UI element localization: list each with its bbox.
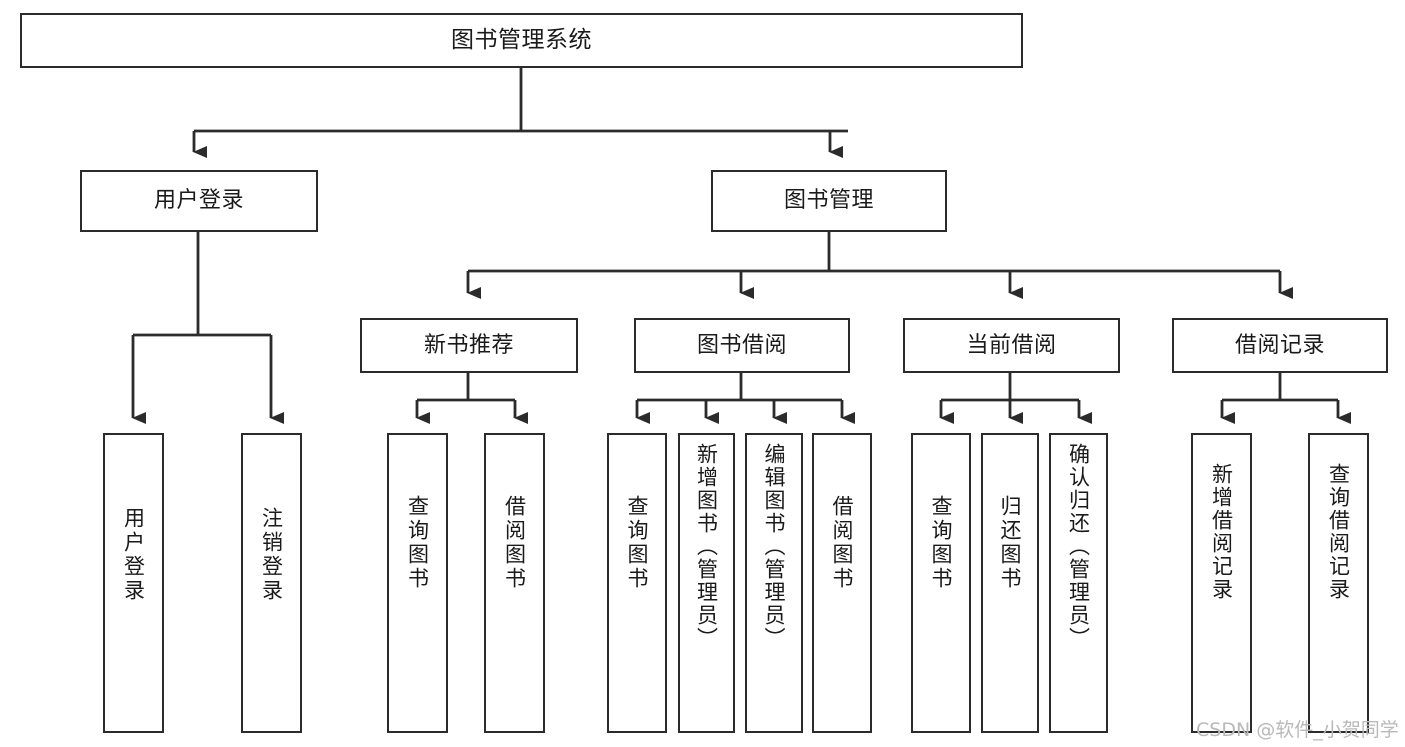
node-new-book-recommend[interactable]: 新书推荐: [360, 318, 578, 373]
node-root-system[interactable]: 图书管理系统: [20, 13, 1023, 68]
node-label: 借阅图书: [502, 495, 527, 591]
node-label: 图书管理: [783, 188, 874, 214]
node-label: 确认归还（管理员）: [1066, 443, 1091, 650]
csdn-watermark: CSDN @软件_小贺同学: [1196, 715, 1399, 742]
leaf-current-confirm-return-admin[interactable]: 确认归还（管理员）: [1049, 433, 1108, 733]
node-label: 借阅图书: [830, 495, 855, 591]
node-label: 编辑图书（管理员）: [762, 443, 787, 650]
leaf-new-book-borrow-book[interactable]: 借阅图书: [484, 433, 545, 733]
node-label: 新增图书（管理员）: [694, 443, 719, 650]
leaf-current-return-book[interactable]: 归还图书: [981, 433, 1039, 733]
leaf-borrow-borrow-book[interactable]: 借阅图书: [812, 433, 872, 733]
node-label: 借阅记录: [1234, 332, 1325, 358]
node-label: 查询图书: [625, 495, 650, 591]
leaf-record-add-record[interactable]: 新增借阅记录: [1191, 433, 1252, 733]
node-label: 新书推荐: [423, 332, 514, 358]
leaf-borrow-query-book[interactable]: 查询图书: [607, 433, 667, 733]
node-label: 新增借阅记录: [1209, 463, 1234, 601]
node-label: 图书管理系统: [451, 26, 592, 53]
node-borrow-record[interactable]: 借阅记录: [1172, 318, 1388, 373]
leaf-user-login-login[interactable]: 用户登录: [103, 433, 164, 733]
node-label: 用户登录: [153, 188, 244, 214]
leaf-current-query-book[interactable]: 查询图书: [911, 433, 971, 733]
leaf-new-book-query-book[interactable]: 查询图书: [387, 433, 448, 733]
node-label: 当前借阅: [966, 332, 1057, 358]
node-user-login[interactable]: 用户登录: [80, 170, 318, 232]
watermark-text: CSDN @软件_小贺同学: [1196, 719, 1399, 741]
node-current-borrow[interactable]: 当前借阅: [903, 318, 1120, 373]
node-label: 注销登录: [259, 507, 284, 603]
node-label: 查询借阅记录: [1326, 463, 1351, 601]
node-label: 用户登录: [121, 507, 146, 603]
node-label: 图书借阅: [696, 332, 787, 358]
node-book-borrow[interactable]: 图书借阅: [634, 318, 850, 373]
leaf-record-query-record[interactable]: 查询借阅记录: [1308, 433, 1369, 733]
node-label: 归还图书: [998, 495, 1023, 591]
node-label: 查询图书: [405, 495, 430, 591]
node-book-management[interactable]: 图书管理: [711, 170, 947, 232]
leaf-borrow-add-book-admin[interactable]: 新增图书（管理员）: [678, 433, 735, 733]
node-label: 查询图书: [929, 495, 954, 591]
leaf-borrow-edit-book-admin[interactable]: 编辑图书（管理员）: [745, 433, 803, 733]
leaf-user-login-logout[interactable]: 注销登录: [241, 433, 302, 733]
